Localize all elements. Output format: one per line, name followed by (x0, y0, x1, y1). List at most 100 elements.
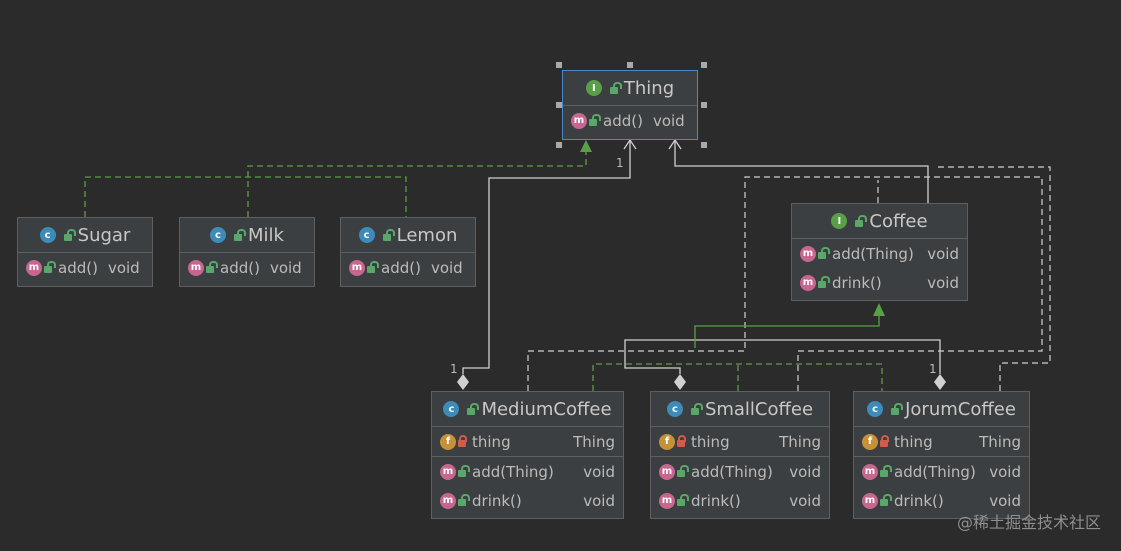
class-box-coffee[interactable]: I Coffee m add(Thing) void m drink() voi… (791, 203, 968, 301)
method-row[interactable]: m add() void (18, 253, 152, 282)
class-box-thing[interactable]: I Thing m add() void (562, 70, 698, 140)
selection-handle[interactable] (627, 62, 633, 68)
field-row[interactable]: f thing Thing (432, 427, 623, 456)
public-lock-icon (880, 494, 892, 506)
methods-section: m add(Thing) void m drink() void (432, 457, 623, 515)
method-row[interactable]: m drink() void (854, 486, 1029, 515)
coffee-implements-solid (694, 314, 880, 348)
selection-handle[interactable] (556, 62, 562, 68)
method-name: drink() (472, 491, 522, 510)
method-row[interactable]: m add() void (180, 253, 314, 282)
field-row[interactable]: f thing Thing (651, 427, 829, 456)
class-header: c MediumCoffee (432, 392, 623, 427)
method-type: void (927, 273, 959, 292)
method-row[interactable]: m add(Thing) void (854, 457, 1029, 486)
coffee-implements-arrowhead (873, 303, 885, 316)
fields-section: f thing Thing (432, 427, 623, 457)
public-lock-icon (44, 261, 56, 273)
method-type: void (107, 258, 140, 277)
class-box-lemon[interactable]: c Lemon m add() void (340, 217, 476, 287)
public-lock-icon (609, 81, 622, 94)
selection-handle[interactable] (701, 102, 707, 108)
public-lock-icon (677, 494, 689, 506)
field-row[interactable]: f thing Thing (854, 427, 1029, 456)
method-icon: m (800, 245, 816, 262)
field-name: thing (691, 432, 730, 451)
method-row[interactable]: m add(Thing) void (432, 457, 623, 486)
public-lock-icon (63, 228, 76, 241)
sugar-implements-line (84, 176, 407, 217)
class-box-smallcoffee[interactable]: c SmallCoffee f thing Thing m add(Thing)… (650, 391, 830, 519)
method-row[interactable]: m drink() void (792, 268, 967, 297)
class-name: Coffee (869, 210, 928, 232)
implements-coffee-lines (592, 363, 883, 391)
class-box-sugar[interactable]: c Sugar m add() void (17, 217, 153, 287)
class-name: Lemon (396, 224, 458, 246)
public-lock-icon (467, 402, 480, 415)
composition-diamonds (457, 374, 946, 390)
methods-section: m add(Thing) void m drink() void (854, 457, 1029, 515)
method-icon: m (800, 274, 816, 291)
public-lock-icon (589, 114, 601, 126)
public-lock-icon (818, 247, 830, 259)
interface-icon: I (585, 80, 602, 96)
method-name: add(Thing) (472, 462, 554, 481)
private-lock-icon (880, 435, 889, 447)
method-row[interactable]: m add(Thing) void (792, 239, 967, 268)
method-icon: m (188, 259, 204, 276)
method-row[interactable]: m drink() void (432, 486, 623, 515)
public-lock-icon (677, 465, 689, 477)
public-lock-icon (855, 214, 868, 227)
class-name: MediumCoffee (481, 398, 612, 420)
method-row[interactable]: m add() void (563, 106, 697, 135)
public-lock-icon (690, 402, 703, 415)
selection-handle[interactable] (701, 142, 707, 148)
method-row[interactable]: m drink() void (651, 486, 829, 515)
private-lock-icon (458, 435, 467, 447)
method-row[interactable]: m add(Thing) void (651, 457, 829, 486)
method-type: void (430, 258, 463, 277)
method-type: void (269, 258, 302, 277)
method-icon: m (862, 463, 878, 480)
method-icon: m (440, 492, 456, 509)
implements-thing-lines (84, 148, 587, 217)
method-icon: m (26, 259, 42, 276)
coffee-thing-association (674, 141, 929, 203)
public-lock-icon (234, 228, 247, 241)
association-lines (462, 141, 941, 374)
class-header: c SmallCoffee (651, 392, 829, 427)
class-name: Milk (248, 224, 284, 246)
public-lock-icon (458, 494, 470, 506)
milk-implements-line (247, 148, 587, 217)
class-name: JorumCoffee (905, 398, 1016, 420)
fields-section: f thing Thing (854, 427, 1029, 457)
selection-handle[interactable] (556, 142, 562, 148)
class-box-jorumcoffee[interactable]: c JorumCoffee f thing Thing m add(Thing)… (853, 391, 1030, 519)
method-name: drink() (691, 491, 741, 510)
class-name: Thing (623, 77, 675, 99)
field-type: Thing (573, 432, 615, 451)
class-icon: c (867, 401, 884, 417)
class-icon: c (666, 401, 683, 417)
class-box-mediumcoffee[interactable]: c MediumCoffee f thing Thing m add(Thing… (431, 391, 624, 519)
class-icon: c (39, 227, 56, 243)
class-header: c JorumCoffee (854, 392, 1029, 427)
small-thing-association (624, 339, 941, 374)
method-name: drink() (894, 491, 944, 510)
field-icon: f (659, 433, 675, 450)
class-header: c Sugar (18, 218, 152, 253)
selection-handle[interactable] (556, 102, 562, 108)
methods-section: m add(Thing) void m drink() void (651, 457, 829, 515)
class-box-milk[interactable]: c Milk m add() void (179, 217, 315, 287)
class-header: c Milk (180, 218, 314, 253)
class-header: I Thing (563, 71, 697, 106)
methods-section: m add() void (180, 253, 314, 282)
method-icon: m (440, 463, 456, 480)
method-icon: m (862, 492, 878, 509)
selection-handle[interactable] (701, 62, 707, 68)
method-type: void (789, 462, 821, 481)
public-lock-icon (382, 228, 395, 241)
method-row[interactable]: m add() void (341, 253, 475, 282)
small-diamond (674, 374, 686, 390)
